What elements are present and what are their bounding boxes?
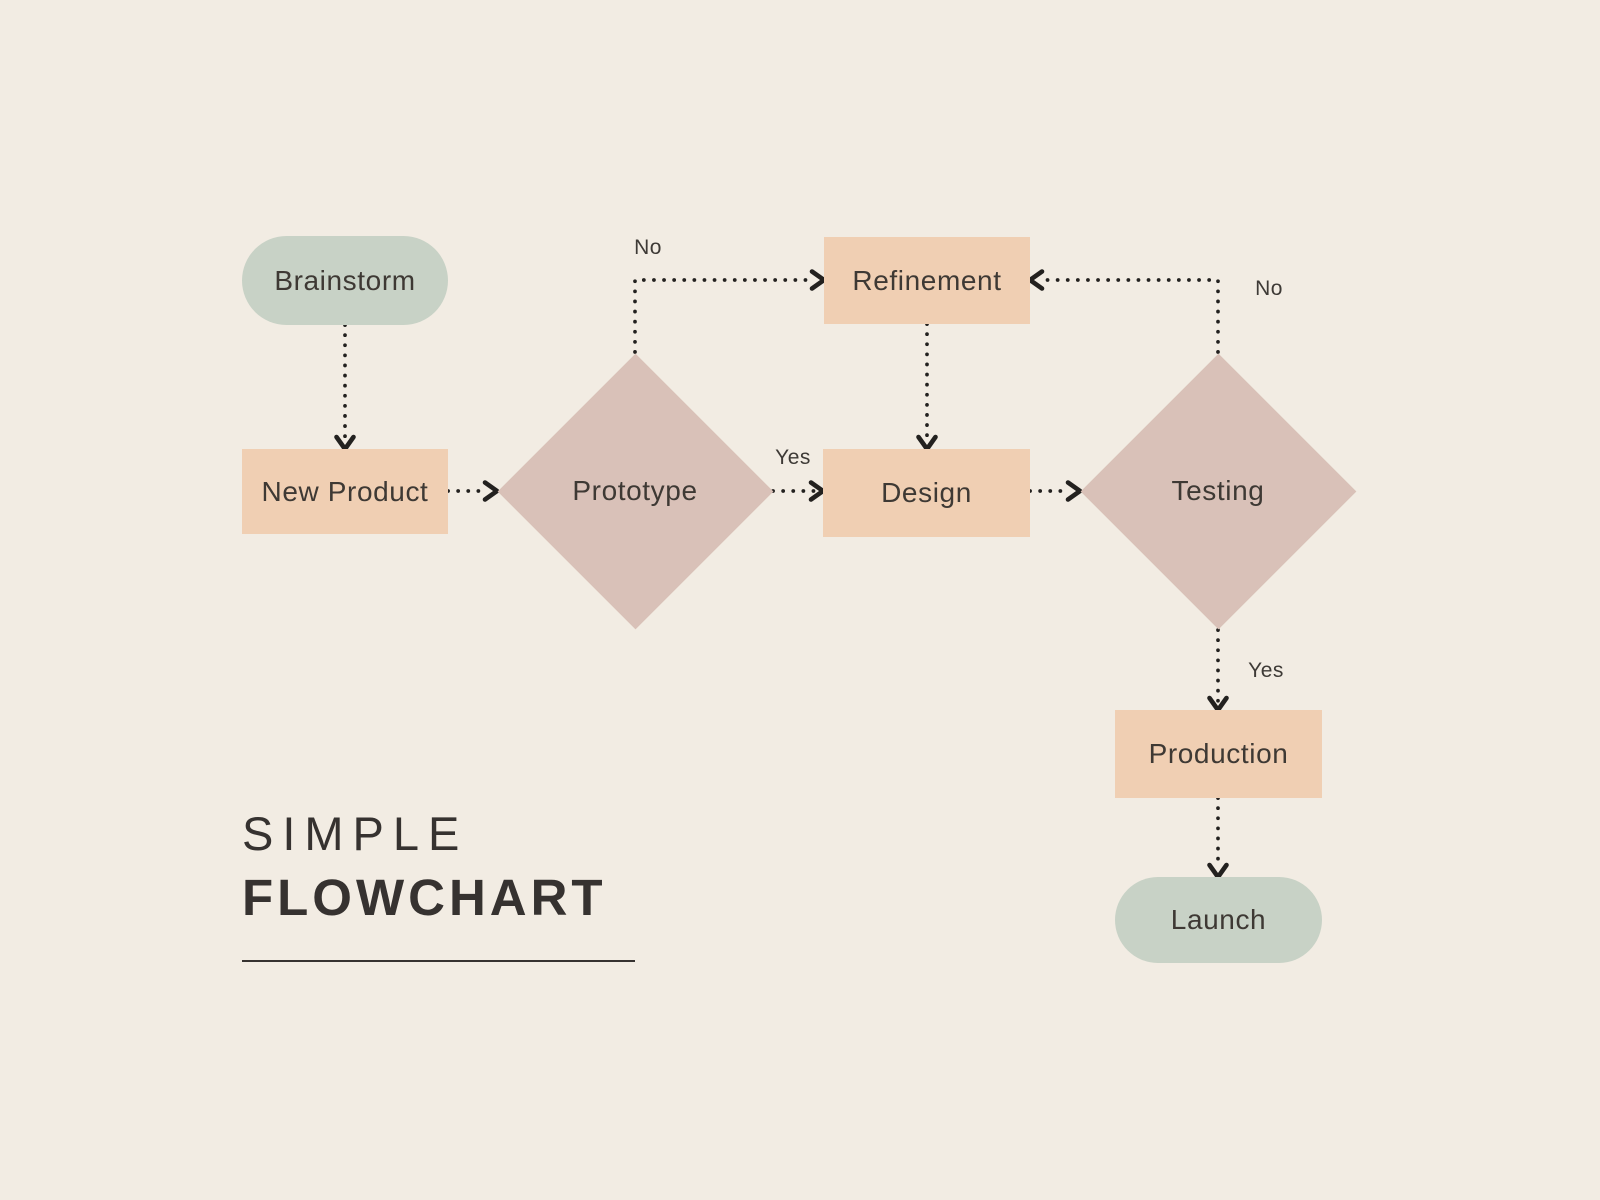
node-testing[interactable]: Testing (1080, 353, 1356, 629)
node-launch[interactable]: Launch (1115, 877, 1322, 963)
title-line-simple: SIMPLE (242, 807, 469, 860)
node-prototype[interactable]: Prototype (497, 353, 773, 629)
node-design[interactable]: Design (823, 449, 1030, 537)
arrowhead-right-design (808, 480, 826, 502)
node-testing-label: Testing (1171, 475, 1265, 506)
node-production-label: Production (1148, 738, 1289, 769)
edge-label-testing-yes: Yes (1248, 659, 1284, 682)
node-brainstorm[interactable]: Brainstorm (242, 236, 448, 325)
edge-label-testing-no: No (1255, 277, 1283, 300)
title-block: SIMPLE FLOWCHART (242, 806, 635, 963)
title-line-flowchart: FLOWCHART (242, 869, 607, 927)
edge-testing-to-refinement (1038, 278, 1220, 354)
node-new-product[interactable]: New Product (242, 449, 448, 534)
title-underline (242, 960, 635, 963)
node-production[interactable]: Production (1115, 710, 1322, 798)
arrowhead-right-testing (1065, 480, 1083, 502)
arrowhead-down-production (1207, 695, 1229, 713)
node-prototype-label: Prototype (572, 475, 698, 506)
edge-prototype-to-refinement (633, 278, 816, 354)
node-refinement-label: Refinement (852, 264, 1002, 296)
edge-label-prototype-no: No (634, 236, 662, 259)
arrowhead-down-design (916, 434, 938, 452)
edge-label-prototype-yes: Yes (775, 446, 811, 469)
arrowhead-down-new-product (334, 434, 356, 452)
arrowhead-right-prototype (482, 480, 500, 502)
node-design-label: Design (881, 477, 972, 508)
arrowhead-right-refinement (809, 269, 827, 291)
arrowhead-down-launch (1207, 862, 1229, 880)
node-refinement[interactable]: Refinement (824, 237, 1030, 324)
node-new-product-label: New Product (261, 475, 429, 507)
node-launch-label: Launch (1170, 904, 1267, 935)
arrowhead-left-refinement (1027, 269, 1045, 291)
node-brainstorm-label: Brainstorm (274, 264, 416, 296)
